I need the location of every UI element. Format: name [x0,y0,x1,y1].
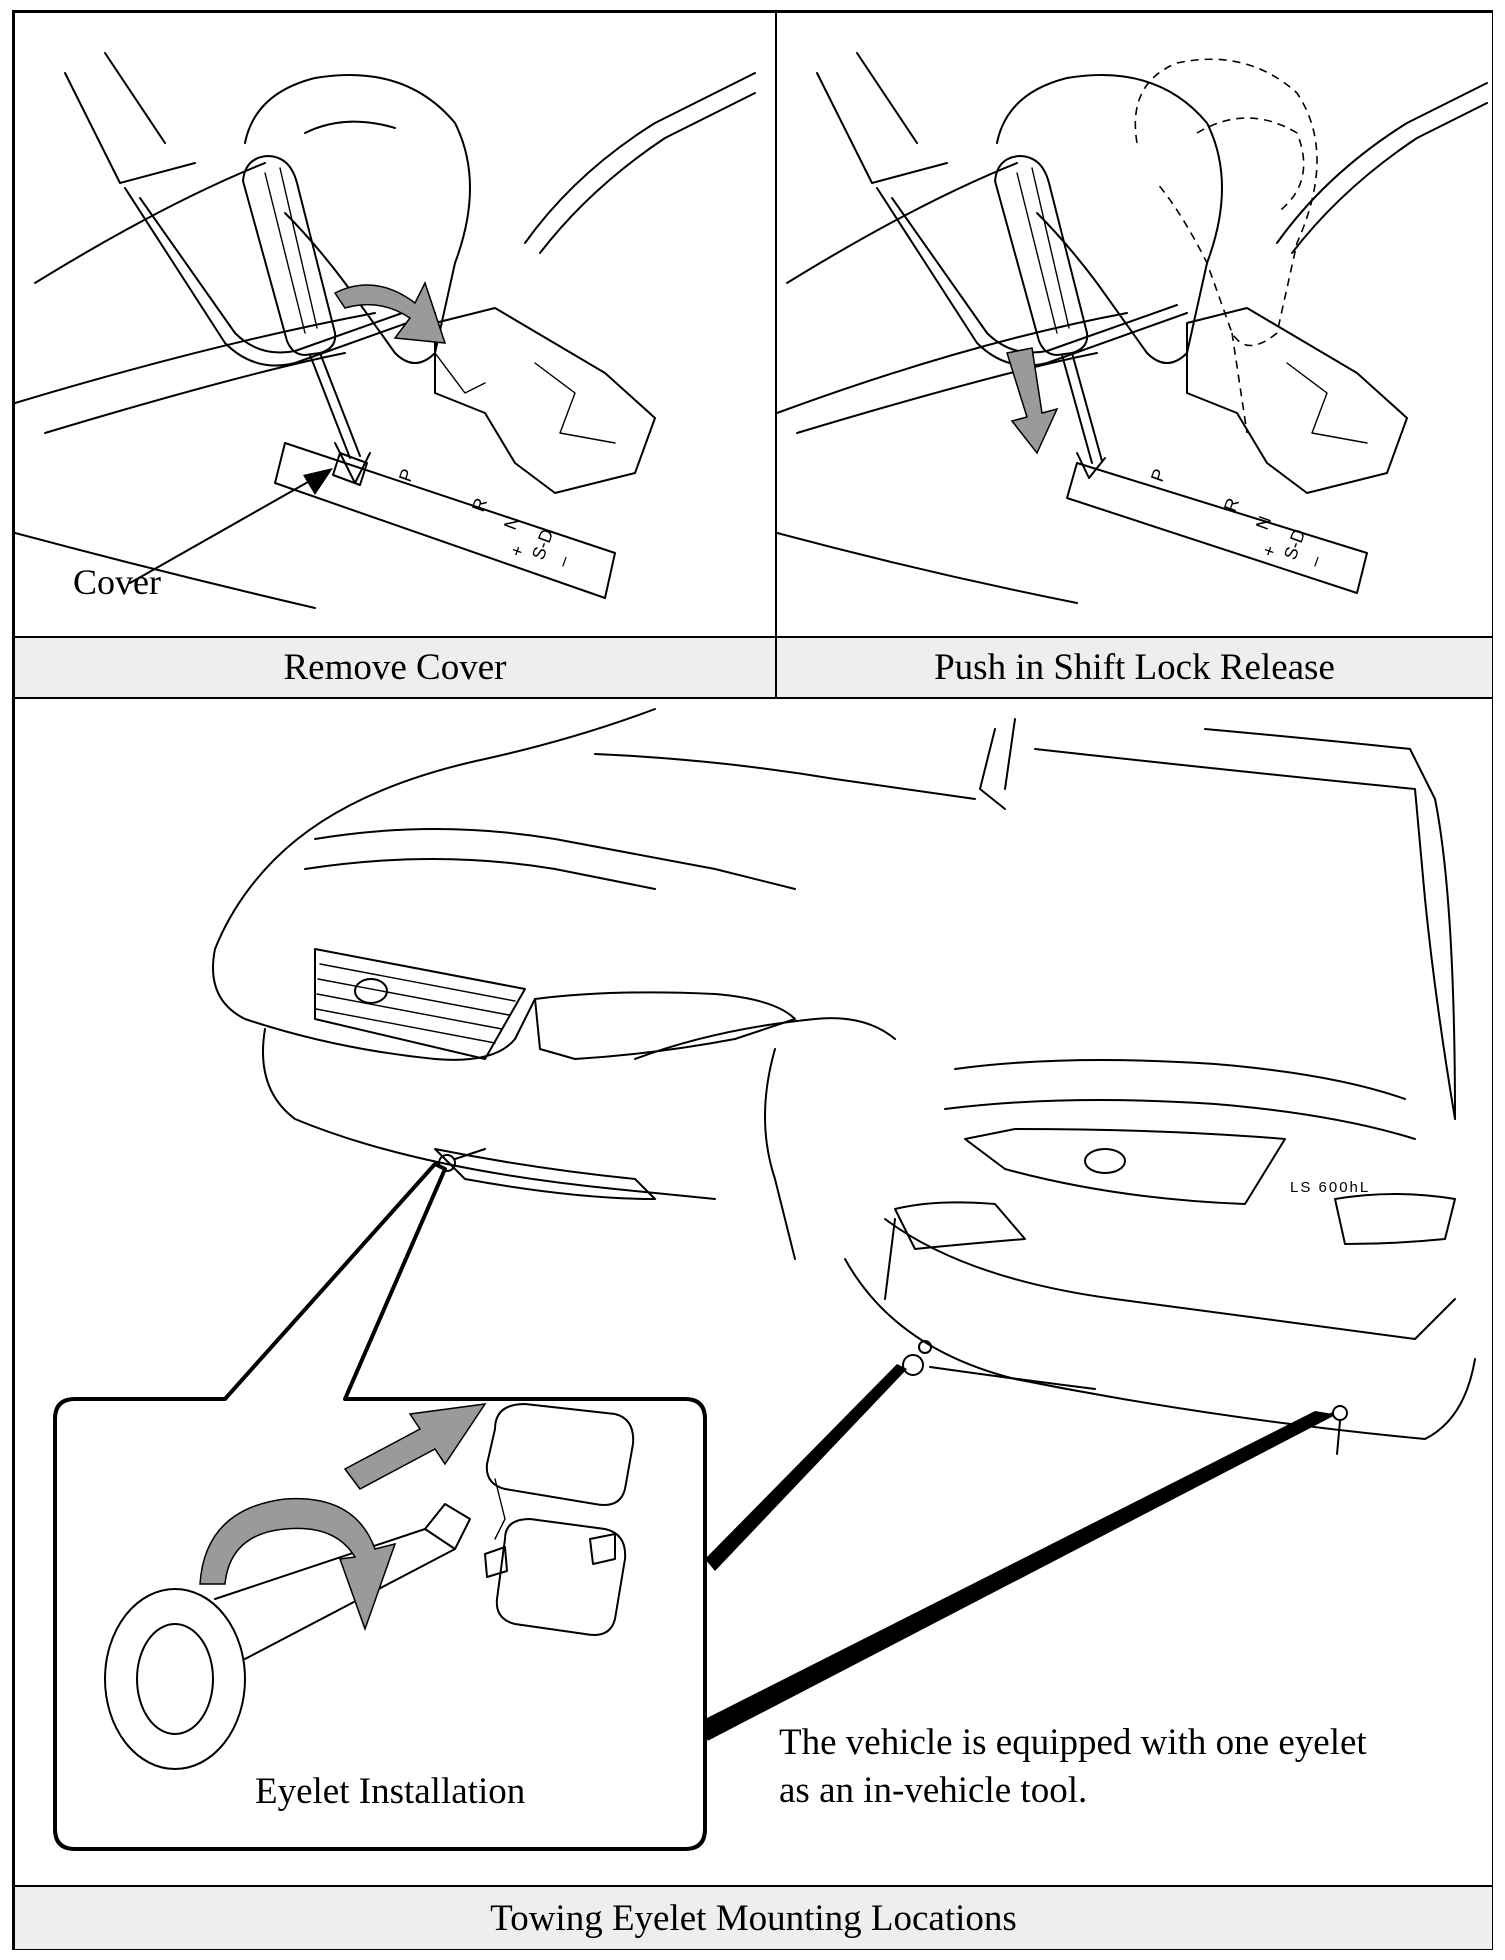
note-line-2: as an in-vehicle tool. [779,1770,1088,1811]
eyelet-inset-callout [53,1162,707,1851]
cover-closed-icon [495,1518,627,1636]
gate-label-n: N [1252,513,1275,532]
gate-label-r: R [1220,495,1243,514]
front-grille [314,948,526,1060]
caption-push-release: Push in Shift Lock Release [776,637,1493,698]
cover-label: Cover [73,562,161,602]
gate-label-plus: + [1258,543,1280,560]
gate-label-minus: – [1304,553,1326,569]
eyelet-ring-icon [104,1588,246,1770]
rotate-arrow [199,1497,397,1632]
shift-release-illustration: P R N S-D + – [777,52,1488,604]
panel-towing-eyelet: LS 600hL [14,698,1493,1886]
rear-eyelet-right-icon [1332,1405,1348,1421]
shift-lever-illustration: P R N S-D + – [15,52,756,609]
gate-label-minus: – [552,553,574,569]
tail-light-right [1334,1193,1456,1245]
tail-light-left [894,1201,1026,1250]
inset-caption: Eyelet Installation [255,1771,526,1812]
front-logo-icon [354,978,388,1004]
rear-logo-icon [1084,1148,1126,1174]
note-line-1: The vehicle is equipped with one eyelet [779,1722,1367,1763]
rotate-arrow [333,281,447,344]
push-down-arrow [1006,347,1059,455]
rear-eyelet-left-icon [902,1354,924,1376]
caption-towing: Towing Eyelet Mounting Locations [14,1886,1493,1950]
diagram-sheet: P R N S-D + – Cover Remove Cover [12,10,1493,1950]
gate-label-p: P [1147,466,1170,484]
headlight [534,991,796,1060]
cover-open-icon [485,1403,635,1506]
front-eyelet-icon [438,1154,456,1172]
panel-remove-cover: P R N S-D + – Cover [14,12,776,637]
model-badge: LS 600hL [1290,1179,1370,1196]
trunk-lid [964,1128,1286,1205]
panel-push-release: P R N S-D + – [776,12,1493,637]
caption-remove-cover: Remove Cover [14,637,776,698]
gate-label-r: R [468,495,491,514]
insert-arrow [343,1403,487,1490]
gate-label-plus: + [506,543,528,560]
vehicle-illustration: LS 600hL [53,708,1476,1851]
gate-label-n: N [500,513,523,532]
